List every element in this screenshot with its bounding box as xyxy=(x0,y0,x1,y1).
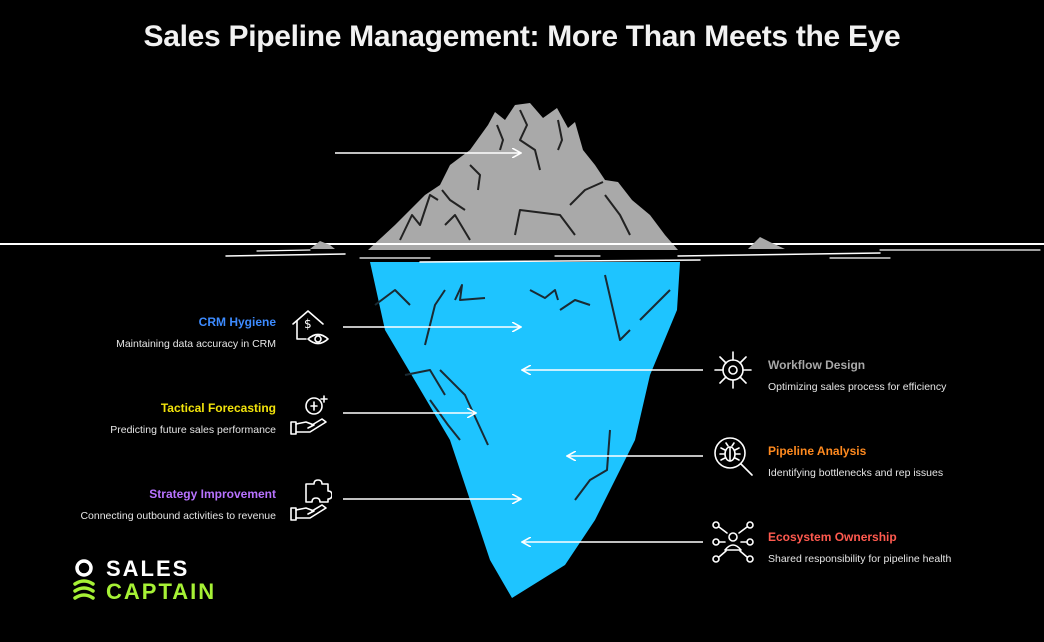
logo-mark-icon xyxy=(72,558,98,602)
item-description: Identifying bottlenecks and rep issues xyxy=(768,467,1028,480)
house-dollar-eye-icon: $ xyxy=(288,306,332,350)
item-description: Maintaining data accuracy in CRM xyxy=(16,338,276,351)
item-strategy-improvement: Strategy Improvement Connecting outbound… xyxy=(16,487,276,523)
item-workflow-design: Workflow Design Optimizing sales process… xyxy=(768,358,1028,394)
hand-puzzle-icon xyxy=(288,478,332,522)
item-description: Predicting future sales performance xyxy=(16,424,276,437)
item-ecosystem-ownership: Ecosystem Ownership Shared responsibilit… xyxy=(768,530,1028,566)
item-tactical-forecasting: Tactical Forecasting Predicting future s… xyxy=(16,401,276,437)
svg-text:$: $ xyxy=(304,317,312,331)
item-description: Optimizing sales process for efficiency xyxy=(768,381,1028,394)
item-heading: Ecosystem Ownership xyxy=(768,530,1028,544)
logo-text-line2: CAPTAIN xyxy=(106,579,216,605)
person-network-icon xyxy=(711,520,755,564)
gear-icon xyxy=(711,348,755,392)
item-pipeline-analysis: Pipeline Analysis Identifying bottleneck… xyxy=(768,444,1028,480)
item-heading: Tactical Forecasting xyxy=(16,401,276,415)
item-crm-hygiene: CRM Hygiene Maintaining data accuracy in… xyxy=(16,315,276,351)
iceberg-tip xyxy=(368,103,678,250)
hand-coin-sparkle-icon xyxy=(288,392,332,436)
item-heading: CRM Hygiene xyxy=(16,315,276,329)
item-description: Connecting outbound activities to revenu… xyxy=(16,510,276,523)
item-heading: Strategy Improvement xyxy=(16,487,276,501)
bug-search-icon xyxy=(711,434,755,478)
iceberg-underwater xyxy=(370,262,680,598)
item-description: Shared responsibility for pipeline healt… xyxy=(768,553,1028,566)
item-heading: Workflow Design xyxy=(768,358,1028,372)
item-heading: Pipeline Analysis xyxy=(768,444,1028,458)
